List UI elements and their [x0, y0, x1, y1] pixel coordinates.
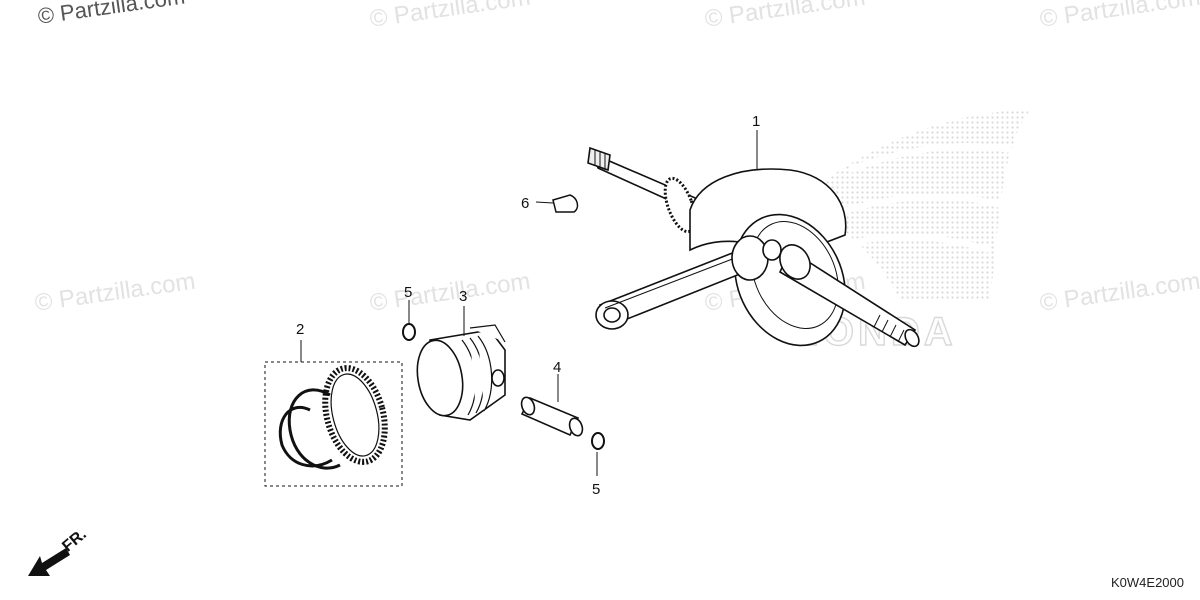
- diagram-code: K0W4E2000: [1111, 575, 1184, 590]
- front-direction-arrow-icon: [28, 548, 70, 576]
- callout-woodruff-key: 6: [521, 195, 529, 212]
- callout-piston-ring-set: 2: [296, 321, 304, 338]
- piston-pin-clip-upper: [402, 323, 416, 341]
- piston-ring-set: [264, 361, 403, 487]
- leader-lines: [300, 130, 758, 476]
- piston-pin-clip-lower: [591, 432, 605, 450]
- callout-piston: 3: [459, 288, 467, 305]
- piston: [416, 324, 506, 421]
- crankshaft: [587, 146, 920, 348]
- callout-clip-lower: 5: [592, 481, 600, 498]
- woodruff-key: [552, 194, 579, 213]
- callout-piston-pin: 4: [553, 359, 561, 376]
- piston-pin: [520, 396, 584, 437]
- callout-clip-upper: 5: [404, 284, 412, 301]
- callout-crankshaft: 1: [752, 113, 760, 130]
